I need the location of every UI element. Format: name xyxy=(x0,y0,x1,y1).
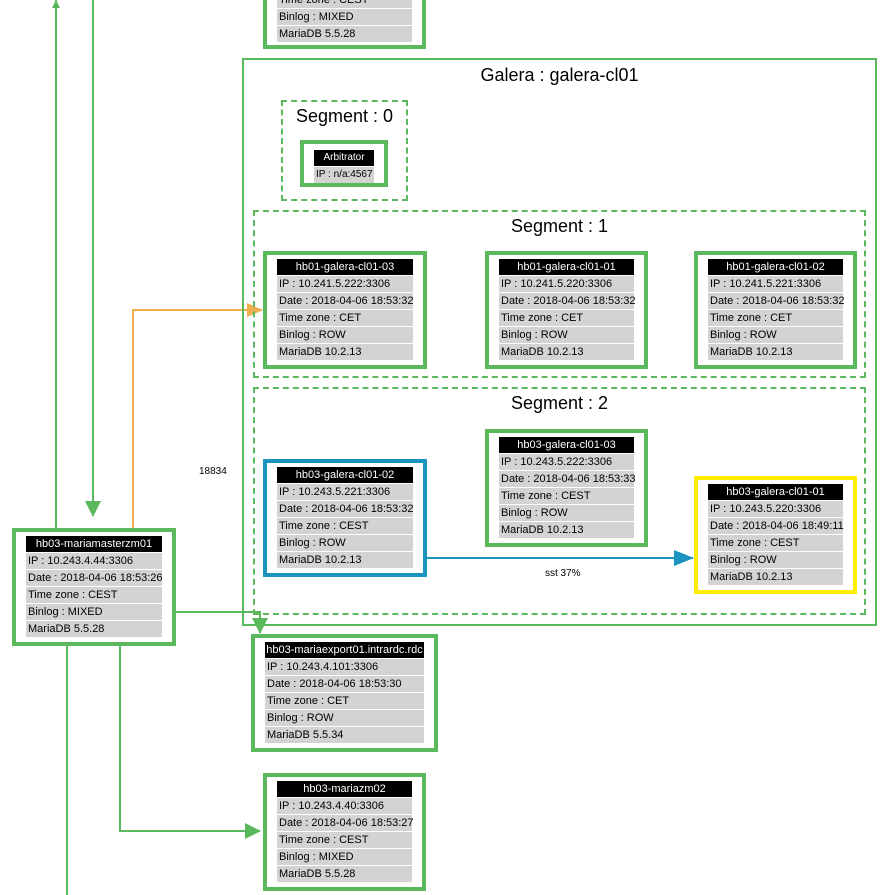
node-binlog: Binlog : MIXED xyxy=(26,604,162,620)
node-title: hb01-galera-cl01-01 xyxy=(499,259,634,275)
node-ip: IP : 10.243.5.221:3306 xyxy=(277,484,413,500)
node-version: MariaDB 10.2.13 xyxy=(277,344,413,360)
edge-label-sst: sst 37% xyxy=(545,568,581,579)
node-title: hb03-galera-cl01-01 xyxy=(708,484,843,500)
node-hb03-galera-cl01-03[interactable]: hb03-galera-cl01-03 IP : 10.243.5.222:33… xyxy=(485,429,648,547)
node-date: Date : 2018-04-06 18:53:30 xyxy=(265,676,424,692)
node-title: hb01-galera-cl01-02 xyxy=(708,259,843,275)
node-hb03-galera-cl01-01[interactable]: hb03-galera-cl01-01 IP : 10.243.5.220:33… xyxy=(694,476,857,594)
node-title: hb03-galera-cl01-03 xyxy=(499,437,634,453)
node-version: MariaDB 10.2.13 xyxy=(708,569,843,585)
top-node[interactable]: Time zone : CEST Binlog : MIXED MariaDB … xyxy=(263,0,426,49)
node-version: MariaDB 5.5.28 xyxy=(277,866,412,882)
node-ip: IP : 10.243.5.220:3306 xyxy=(708,501,843,517)
node-version: MariaDB 5.5.28 xyxy=(26,621,162,637)
node-binlog: Binlog : ROW xyxy=(708,327,843,343)
node-title: hb03-galera-cl01-02 xyxy=(277,467,413,483)
node-hb03-galera-cl01-02[interactable]: hb03-galera-cl01-02 IP : 10.243.5.221:33… xyxy=(263,459,427,577)
edge-master-to-export xyxy=(176,611,268,634)
node-date: Date : 2018-04-06 18:53:32 xyxy=(499,293,636,309)
node-timezone: Time zone : CEST xyxy=(277,518,413,534)
segment-2: Segment : 2 xyxy=(253,387,866,615)
segment-0: Segment : 0 xyxy=(281,100,408,201)
node-ip: IP : 10.243.4.40:3306 xyxy=(277,798,412,814)
top-node-row-version: MariaDB 5.5.28 xyxy=(277,26,412,42)
arbitrator-title: Arbitrator xyxy=(314,150,374,166)
node-ip: IP : 10.241.5.221:3306 xyxy=(708,276,843,292)
galera-cluster-title: Galera : galera-cl01 xyxy=(480,65,639,85)
node-binlog: Binlog : ROW xyxy=(499,327,634,343)
node-hb01-galera-cl01-02[interactable]: hb01-galera-cl01-02 IP : 10.241.5.221:33… xyxy=(694,251,857,369)
galera-cluster: Galera : galera-cl01 xyxy=(242,58,877,626)
node-version: MariaDB 10.2.13 xyxy=(499,522,634,538)
segment-0-title: Segment : 0 xyxy=(295,106,394,126)
node-timezone: Time zone : CET xyxy=(708,310,843,326)
node-timezone: Time zone : CEST xyxy=(708,535,843,551)
edge-top-stub xyxy=(52,0,60,8)
node-version: MariaDB 10.2.13 xyxy=(277,552,413,568)
top-node-row-timezone: Time zone : CEST xyxy=(277,0,412,8)
segment-2-title: Segment : 2 xyxy=(510,393,609,413)
node-title: hb03-mariazm02 xyxy=(277,781,412,797)
node-hb03-mariaexport01[interactable]: hb03-mariaexport01.intrardc.rdc IP : 10.… xyxy=(251,634,438,752)
node-hb01-galera-cl01-01[interactable]: hb01-galera-cl01-01 IP : 10.241.5.220:33… xyxy=(485,251,648,369)
node-ip: IP : 10.243.4.101:3306 xyxy=(265,659,424,675)
node-date: Date : 2018-04-06 18:49:11 xyxy=(708,518,844,534)
segment-1-title: Segment : 1 xyxy=(510,216,609,236)
node-timezone: Time zone : CEST xyxy=(26,587,162,603)
node-date: Date : 2018-04-06 18:53:32 xyxy=(708,293,845,309)
node-version: MariaDB 10.2.13 xyxy=(499,344,634,360)
node-date: Date : 2018-04-06 18:53:32 xyxy=(277,293,414,309)
node-date: Date : 2018-04-06 18:53:27 xyxy=(277,815,414,831)
node-ip: IP : 10.243.4.44:3306 xyxy=(26,553,162,569)
node-timezone: Time zone : CET xyxy=(277,310,413,326)
node-date: Date : 2018-04-06 18:53:26 xyxy=(26,570,163,586)
node-date: Date : 2018-04-06 18:53:33 xyxy=(499,471,636,487)
node-timezone: Time zone : CET xyxy=(499,310,634,326)
node-binlog: Binlog : MIXED xyxy=(277,849,412,865)
segment-1: Segment : 1 xyxy=(253,210,866,378)
arbitrator-node[interactable]: Arbitrator IP : n/a:4567 xyxy=(300,140,388,187)
edge-master-to-galera xyxy=(132,303,263,530)
node-hb01-galera-cl01-03[interactable]: hb01-galera-cl01-03 IP : 10.241.5.222:33… xyxy=(263,251,427,369)
arbitrator-ip: IP : n/a:4567 xyxy=(314,167,374,183)
node-binlog: Binlog : ROW xyxy=(708,552,843,568)
node-date: Date : 2018-04-06 18:53:32 xyxy=(277,501,414,517)
node-timezone: Time zone : CEST xyxy=(277,832,412,848)
node-timezone: Time zone : CEST xyxy=(499,488,634,504)
node-ip: IP : 10.241.5.222:3306 xyxy=(277,276,413,292)
node-binlog: Binlog : ROW xyxy=(265,710,424,726)
node-hb03-mariazm02[interactable]: hb03-mariazm02 IP : 10.243.4.40:3306 Dat… xyxy=(263,773,426,891)
top-node-row-binlog: Binlog : MIXED xyxy=(277,9,412,25)
node-binlog: Binlog : ROW xyxy=(277,535,413,551)
node-hb03-mariamasterzm01[interactable]: hb03-mariamasterzm01 IP : 10.243.4.44:33… xyxy=(12,528,176,646)
node-title: hb01-galera-cl01-03 xyxy=(277,259,413,275)
node-binlog: Binlog : ROW xyxy=(499,505,634,521)
node-ip: IP : 10.243.5.222:3306 xyxy=(499,454,634,470)
edge-master-to-zm02 xyxy=(119,646,261,839)
node-title: hb03-mariaexport01.intrardc.rdc xyxy=(265,642,424,658)
node-binlog: Binlog : ROW xyxy=(277,327,413,343)
node-ip: IP : 10.241.5.220:3306 xyxy=(499,276,634,292)
node-version: MariaDB 5.5.34 xyxy=(265,727,424,743)
edge-label-delay: 18834 xyxy=(199,466,227,477)
node-version: MariaDB 10.2.13 xyxy=(708,344,843,360)
node-title: hb03-mariamasterzm01 xyxy=(26,536,162,552)
node-timezone: Time zone : CET xyxy=(265,693,424,709)
